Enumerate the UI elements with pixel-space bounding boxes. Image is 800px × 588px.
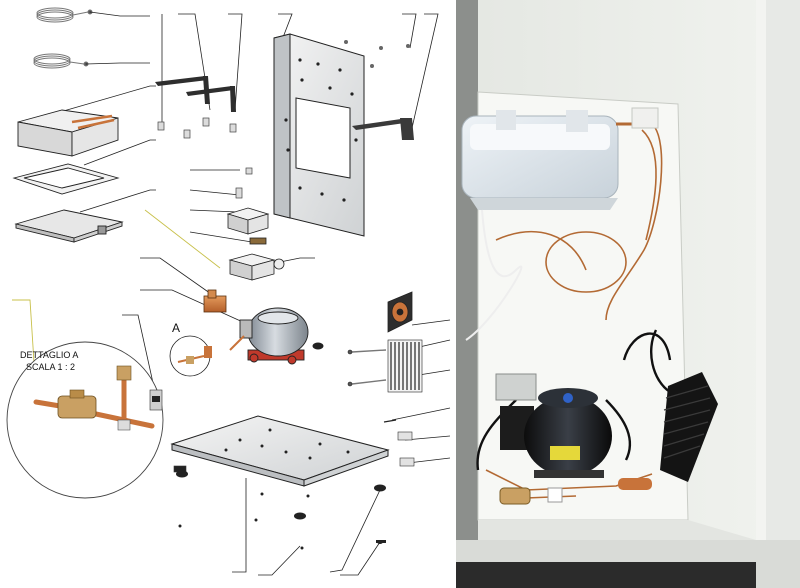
small-fittings xyxy=(157,117,253,199)
photo-evaporator xyxy=(461,110,652,210)
callout-a: A xyxy=(169,321,212,377)
compressor xyxy=(229,307,324,365)
detail-a-view: DETTAGLIO A SCALA 1 : 2 xyxy=(6,341,164,499)
detail-scale: SCALA 1 : 2 xyxy=(26,362,75,372)
capillary-tube-coil-1 xyxy=(36,7,93,23)
photo-filter-drier xyxy=(499,478,652,505)
yellow-leader-lines xyxy=(12,209,221,379)
condenser xyxy=(347,339,423,393)
electrical-box xyxy=(226,207,285,281)
drip-frame xyxy=(12,163,120,195)
photo-wiring xyxy=(476,329,672,471)
photo-compressor xyxy=(524,388,612,478)
starter-relay xyxy=(203,289,227,313)
detail-title: DETTAGLIO A xyxy=(20,350,78,360)
exploded-assembly-drawing: A DETTAGLIO A SCALA 1 : 2 xyxy=(6,7,451,576)
photo-drain-tube xyxy=(465,209,523,341)
callout-letter: A xyxy=(172,321,180,335)
back-panel xyxy=(273,33,365,237)
condenser-fan xyxy=(387,291,413,333)
installed-unit-photo xyxy=(456,0,800,588)
drip-tray xyxy=(14,209,124,243)
capillary-tube-coil-2 xyxy=(33,53,89,69)
feet-and-screws xyxy=(176,470,386,550)
support-brackets xyxy=(155,76,236,112)
wall-bracket xyxy=(344,40,414,140)
photo-condenser xyxy=(660,372,718,482)
base-plate xyxy=(170,415,390,487)
evaporator-box xyxy=(17,109,119,157)
photo-wall-fixture xyxy=(631,107,659,129)
